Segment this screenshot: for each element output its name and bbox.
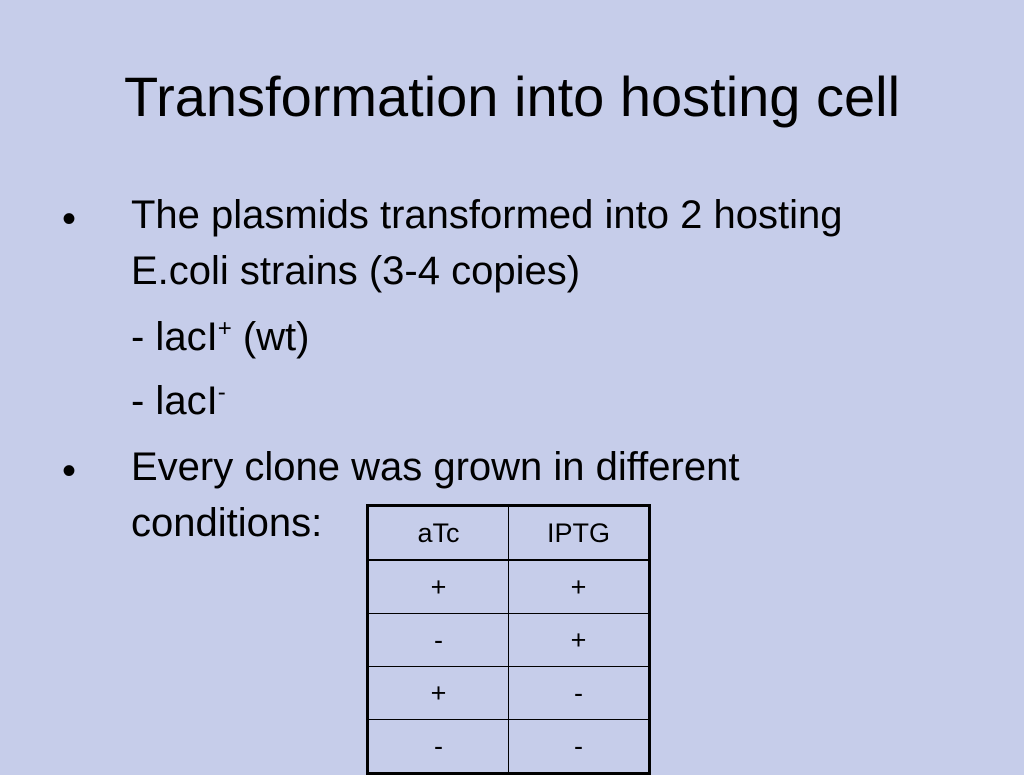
bullet-2-line-1: Every clone was grown in different — [131, 445, 740, 489]
slide-title: Transformation into hosting cell — [123, 65, 901, 128]
table-row: + + — [367, 559, 650, 614]
subitem-laci-plus-text: - lacI — [131, 315, 218, 359]
table-header-iptg: IPTG — [508, 505, 650, 561]
conditions-table: aTc IPTG + + - + + - - - — [366, 504, 651, 775]
table-row: - + — [367, 613, 650, 667]
table-cell: + — [508, 613, 650, 667]
subitem-laci-plus-suffix: (wt) — [231, 315, 310, 359]
subitem-laci-plus: - lacI+ (wt) — [131, 309, 309, 365]
table-header-atc: aTc — [367, 505, 509, 561]
subitem-laci-minus: - lacI- — [131, 373, 226, 429]
table-cell: - — [508, 719, 650, 774]
table-cell: - — [508, 666, 650, 720]
table-cell: + — [367, 559, 509, 614]
bullet-2-line-2: conditions: — [131, 501, 323, 545]
table-cell: - — [367, 719, 509, 774]
table-cell: - — [367, 613, 509, 667]
table-cell: + — [508, 559, 650, 614]
bullet-marker-1: • — [62, 197, 77, 241]
bullet-1-line-1: The plasmids transformed into 2 hosting — [131, 193, 843, 237]
subitem-laci-minus-sup: - — [217, 379, 226, 406]
table-row: + - — [367, 666, 650, 720]
subitem-laci-minus-text: - lacI — [131, 379, 218, 423]
bullet-marker-2: • — [62, 449, 77, 493]
table-row: - - — [367, 719, 650, 774]
table-header-row: aTc IPTG — [367, 505, 650, 561]
table-cell: + — [367, 666, 509, 720]
bullet-1-line-2: E.coli strains (3-4 copies) — [131, 249, 581, 293]
subitem-laci-plus-sup: + — [217, 315, 232, 342]
